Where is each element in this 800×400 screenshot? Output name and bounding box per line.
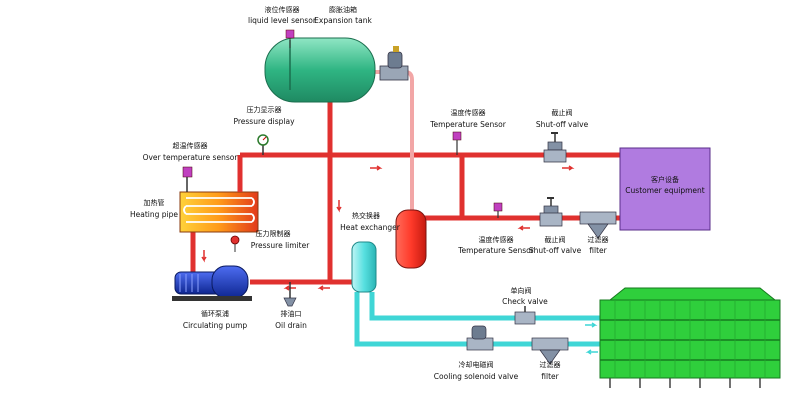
filter-bottom-label-cn: 过滤器: [540, 360, 561, 369]
expansion-line-pipe: [370, 70, 414, 212]
liquid-level-sensor-icon: [285, 29, 295, 48]
temp-sensor-top-label-cn: 温度传感器: [451, 108, 486, 117]
arrow-left-icon: [517, 225, 530, 231]
heating-label-en: Heating pipe: [130, 210, 178, 219]
over-temp-label-en: Over temperature sensor: [143, 153, 239, 162]
cooling-solenoid-valve-icon: [466, 325, 494, 351]
oil-drain-label-en: Oil drain: [275, 321, 307, 330]
cooling-valve-label-cn: 冷却电磁阀: [459, 360, 494, 369]
temp-sensor-bottom-label-en: Temperature Sensor: [457, 246, 535, 255]
customer-label-cn: 客户设备: [651, 175, 679, 184]
shutoff-bottom-label-en: Shut-off valve: [529, 246, 582, 255]
filter-top-label-en: filter: [589, 246, 607, 255]
shutoff-top-label-en: Shut-off valve: [536, 120, 589, 129]
labels: 液位传感器 liquid level sensor 膨胀油箱 Expansion…: [130, 5, 705, 381]
expansion-label-en: Expansion tank: [314, 16, 372, 25]
heating-label-cn: 加热管: [144, 198, 165, 207]
cold-check-line: [369, 292, 610, 321]
arrow-down-icon: [336, 200, 342, 213]
expansion-tank: [264, 37, 376, 103]
check-valve-label-en: Check valve: [502, 297, 548, 306]
liquid-level-label-cn: 液位传感器: [265, 5, 300, 14]
filter-bottom-icon: [531, 337, 569, 365]
arrow-left-icon: [283, 285, 296, 291]
oil-drain-label-cn: 排油口: [281, 309, 302, 318]
cooling-tower: [599, 287, 781, 388]
filter-bottom-label-en: filter: [541, 372, 559, 381]
heat-exchanger-label-cn: 热交换器: [352, 211, 380, 220]
pump-label-cn: 循环泵浦: [201, 309, 229, 318]
check-valve-icon: [514, 306, 536, 325]
pressure-limiter-label-cn: 压力限制器: [256, 229, 291, 238]
heat-exchanger-label-en: Heat exchanger: [340, 223, 401, 232]
cold-solenoid-line: [354, 292, 610, 347]
expansion-label-cn: 膨胀油箱: [329, 5, 357, 14]
pump-label-en: Circulating pump: [183, 321, 248, 330]
arrow-left-icon: [317, 285, 330, 291]
temp-sensor-bottom-label-cn: 温度传感器: [479, 235, 514, 244]
shutoff-valve-bottom-icon: [539, 197, 563, 227]
arrow-right-icon: [370, 165, 383, 171]
arrow-right-icon: [562, 165, 575, 171]
shutoff-bottom-label-cn: 截止阀: [545, 235, 566, 244]
customer-equipment-box: [619, 147, 711, 231]
shutoff-top-label-cn: 截止阀: [552, 108, 573, 117]
heat-exchanger: [351, 209, 427, 293]
customer-label-en: Customer equipment: [625, 186, 704, 195]
cooling-valve-label-en: Cooling solenoid valve: [434, 372, 519, 381]
pressure-display-label-en: Pressure display: [233, 117, 295, 126]
arrow-down-icon: [201, 250, 207, 263]
arrow-right-icon: [585, 322, 598, 328]
tank-solenoid-valve-icon: [379, 46, 409, 81]
shutoff-valve-top-icon: [543, 132, 567, 163]
oil-drain-icon: [283, 282, 297, 307]
circulating-pump: [172, 265, 252, 301]
check-valve-label-cn: 单向阀: [511, 286, 532, 295]
temp-sensor-top-label-en: Temperature Sensor: [429, 120, 507, 129]
over-temperature-sensor-icon: [182, 166, 193, 192]
arrow-left-icon: [585, 349, 598, 355]
pressure-display-icon: [257, 134, 269, 155]
temperature-sensor-top-icon: [452, 131, 462, 155]
heating-pipe-unit: [179, 155, 259, 233]
pressure-limiter-label-en: Pressure limiter: [251, 241, 311, 250]
pressure-limiter-icon: [230, 235, 240, 252]
over-temp-label-cn: 超温传感器: [173, 141, 208, 150]
pressure-display-label-cn: 压力显示器: [247, 105, 282, 114]
filter-top-icon: [579, 211, 617, 239]
filter-top-label-cn: 过滤器: [588, 235, 609, 244]
temperature-sensor-bottom-icon: [493, 202, 503, 218]
liquid-level-label-en: liquid level sensor: [248, 16, 317, 25]
